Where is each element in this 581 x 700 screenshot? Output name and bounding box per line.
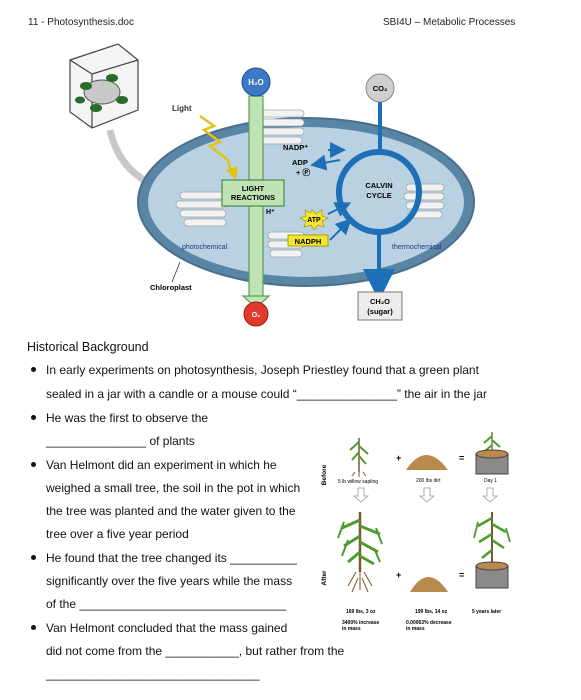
grown-tree-icon	[337, 512, 383, 593]
decrease-label-2: in mass	[406, 626, 425, 632]
plus-sign: +	[396, 570, 401, 580]
light-label: Light	[172, 104, 192, 113]
chloroplast-stroma	[148, 127, 464, 277]
text-line: the tree was planted and the water given…	[46, 504, 296, 518]
light-reactions-label-1: LIGHT	[242, 184, 265, 193]
co2-label: CO₂	[373, 84, 388, 93]
bullet-dot	[31, 415, 36, 420]
pot-day1-icon	[475, 432, 509, 475]
atp-label: ATP	[307, 217, 321, 224]
decrease-label-1: 0.00063% decrease	[406, 620, 452, 626]
plant-cell-icon	[69, 43, 139, 129]
text-line: did not come from the ___________, but r…	[46, 644, 345, 658]
day1-label: Day 1	[484, 478, 497, 484]
soil-weight-label: 199 lbs, 14 oz	[415, 609, 448, 615]
increase-label-2: in mass	[342, 626, 361, 632]
willow-label: 5 lb willow sapling	[338, 479, 378, 485]
chloroplast-label: Chloroplast	[150, 283, 192, 292]
text-line: He found that the tree changed its _____…	[46, 551, 297, 565]
text-line: ________________________________	[46, 667, 260, 681]
sugar-box	[357, 291, 403, 321]
light-bolt-icon	[199, 114, 234, 177]
text-line: He was the first to observe the	[46, 411, 209, 425]
text-line: _______________ of plants	[46, 434, 195, 448]
bullet-dot	[31, 462, 36, 467]
text-line: significantly over the five years while …	[46, 574, 293, 588]
text-line: Van Helmont concluded that the mass gain…	[46, 621, 288, 635]
nadp-label: NADP⁺	[283, 143, 308, 152]
van-helmont-figure: Before After 5 lb willow sapling + 200 l…	[321, 432, 511, 632]
bullet-dot	[31, 625, 36, 630]
pi-label: + Ⓟ	[296, 167, 310, 177]
light-reactions-box	[221, 179, 285, 207]
years-later-label: 5 years later	[472, 609, 501, 615]
down-arrow	[418, 487, 436, 503]
section-title: Historical Background	[27, 340, 149, 354]
equals-sign: =	[459, 453, 464, 463]
calvin-label-1: CALVIN	[365, 181, 392, 190]
thermochemical-label: thermochemical	[392, 244, 442, 251]
down-arrow	[481, 487, 499, 503]
o2-circle	[243, 301, 269, 327]
dirt-pile-icon	[410, 577, 448, 592]
pot-after-icon	[473, 512, 511, 589]
after-label: After	[321, 570, 328, 586]
atp-burst	[299, 209, 329, 231]
soil-label: 200 lbs dirt	[416, 478, 441, 484]
h2o-label: H₂O	[248, 78, 264, 87]
nadph-box	[287, 234, 329, 247]
calvin-label-2: CYCLE	[366, 191, 391, 200]
h2o-circle	[241, 67, 271, 97]
light-reactions-label-2: REACTIONS	[231, 193, 275, 202]
text-line: of the _______________________________	[46, 597, 287, 611]
text-line: In early experiments on photosynthesis, …	[46, 363, 479, 377]
down-arrow	[352, 487, 370, 503]
bullet-dot	[31, 555, 36, 560]
adp-label: ADP	[292, 158, 308, 167]
text-line: Van Helmont did an experiment in which h…	[46, 458, 277, 472]
bullet-dot	[31, 367, 36, 372]
document-course-title: SBI4U – Metabolic Processes	[383, 17, 516, 28]
dirt-pile-icon	[406, 455, 448, 470]
nadph-label: NADPH	[295, 237, 322, 246]
plus-sign: +	[396, 453, 401, 463]
text-line: tree over a five year period	[46, 527, 189, 541]
photochemical-label: photochemical	[182, 244, 228, 251]
sugar-label-2: (sugar)	[367, 307, 393, 316]
sugar-label-1: CH₂O	[370, 297, 390, 306]
increase-label-1: 3400% increase	[342, 620, 379, 626]
o2-label: O₂	[252, 312, 261, 319]
before-label: Before	[321, 464, 328, 485]
tree-weight-label: 169 lbs, 3 oz	[346, 609, 376, 615]
document-filename: 11 - Photosynthesis.doc	[28, 17, 134, 28]
text-line: sealed in a jar with a candle or a mouse…	[46, 387, 487, 401]
photosynthesis-diagram: LIGHT REACTIONS H⁺ H₂O O₂ Light CO₂ CALV…	[69, 43, 475, 327]
equals-sign: =	[459, 570, 464, 580]
sapling-icon	[349, 438, 369, 477]
text-line: weighed a small tree, the soil in the po…	[46, 481, 301, 495]
h-plus-label: H⁺	[266, 209, 275, 216]
